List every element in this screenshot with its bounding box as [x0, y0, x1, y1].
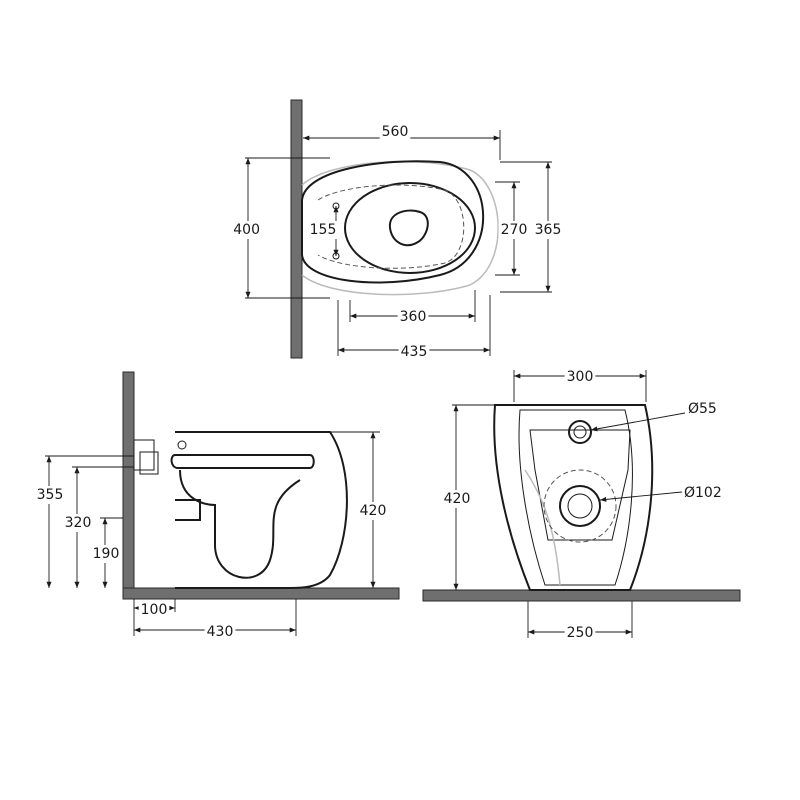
dim-label-430: 430 [207, 624, 234, 640]
side-view-wall [122, 371, 135, 599]
label-background [204, 623, 236, 641]
front-view-inner-outline [518, 409, 633, 586]
dim-label-102: Ø102 [684, 485, 722, 501]
front-view: 300 420 Ø55 Ø102 250 [422, 368, 741, 642]
label-background [682, 484, 724, 502]
front-view-floor [422, 589, 741, 602]
dim-label-300: 300 [567, 369, 594, 385]
label-background [686, 400, 719, 418]
top-view-bowl-outline [301, 160, 485, 284]
front-view-cistern-outline [529, 429, 631, 541]
label-background [441, 490, 473, 508]
outlet-inner-icon [567, 493, 593, 519]
label-background [90, 545, 122, 563]
top-view-hidden-rim [317, 184, 465, 269]
dim-label-270: 270 [501, 222, 528, 238]
label-background [307, 221, 339, 239]
dim-label-365: 365 [535, 222, 562, 238]
top-view-bowl-opening [388, 209, 429, 247]
label-background [357, 502, 389, 520]
side-view-body-outline [175, 431, 348, 589]
leader-line-102 [599, 491, 683, 502]
label-background [564, 368, 596, 386]
label-background [398, 343, 430, 361]
inlet-icon [568, 420, 592, 444]
dim-label-100: 100 [141, 602, 168, 618]
label-background [564, 624, 596, 642]
dim-label-420-side: 420 [360, 503, 387, 519]
dim-label-435: 435 [401, 344, 428, 360]
side-view-floor [122, 587, 400, 600]
hinge-icon [177, 440, 187, 450]
dim-label-320: 320 [65, 515, 92, 531]
leader-line-55 [590, 412, 686, 432]
outlet-hidden-icon [543, 469, 617, 543]
dim-label-560: 560 [382, 124, 409, 140]
side-view-trap [179, 469, 301, 579]
top-view: 560 400 155 270 365 360 435 [231, 99, 564, 361]
dim-label-355: 355 [37, 487, 64, 503]
side-view-seat [170, 454, 315, 469]
label-background [62, 514, 94, 532]
label-background [498, 221, 530, 239]
front-view-grey-line [524, 469, 561, 586]
top-view-seat [344, 182, 476, 274]
dim-label-155: 155 [310, 222, 337, 238]
top-view-wall [290, 99, 303, 359]
label-background [532, 221, 564, 239]
inlet-fitting [133, 439, 155, 471]
label-background [231, 221, 262, 239]
inlet-inner-icon [573, 425, 587, 439]
dim-label-250: 250 [567, 625, 594, 641]
dim-label-190: 190 [93, 546, 120, 562]
front-view-body-outline [493, 404, 654, 591]
dim-label-360: 360 [400, 309, 427, 325]
dim-label-400: 400 [233, 222, 260, 238]
label-background [379, 123, 411, 141]
label-background [397, 308, 429, 326]
label-background [138, 601, 170, 619]
outlet-icon [559, 485, 601, 527]
side-view: 420 355 320 190 100 430 [34, 371, 400, 641]
dim-label-55: Ø55 [688, 401, 717, 417]
side-view-outlet-pipe [175, 499, 201, 521]
label-background [34, 486, 66, 504]
dim-label-420-front: 420 [444, 491, 471, 507]
inlet-connector [139, 451, 159, 475]
